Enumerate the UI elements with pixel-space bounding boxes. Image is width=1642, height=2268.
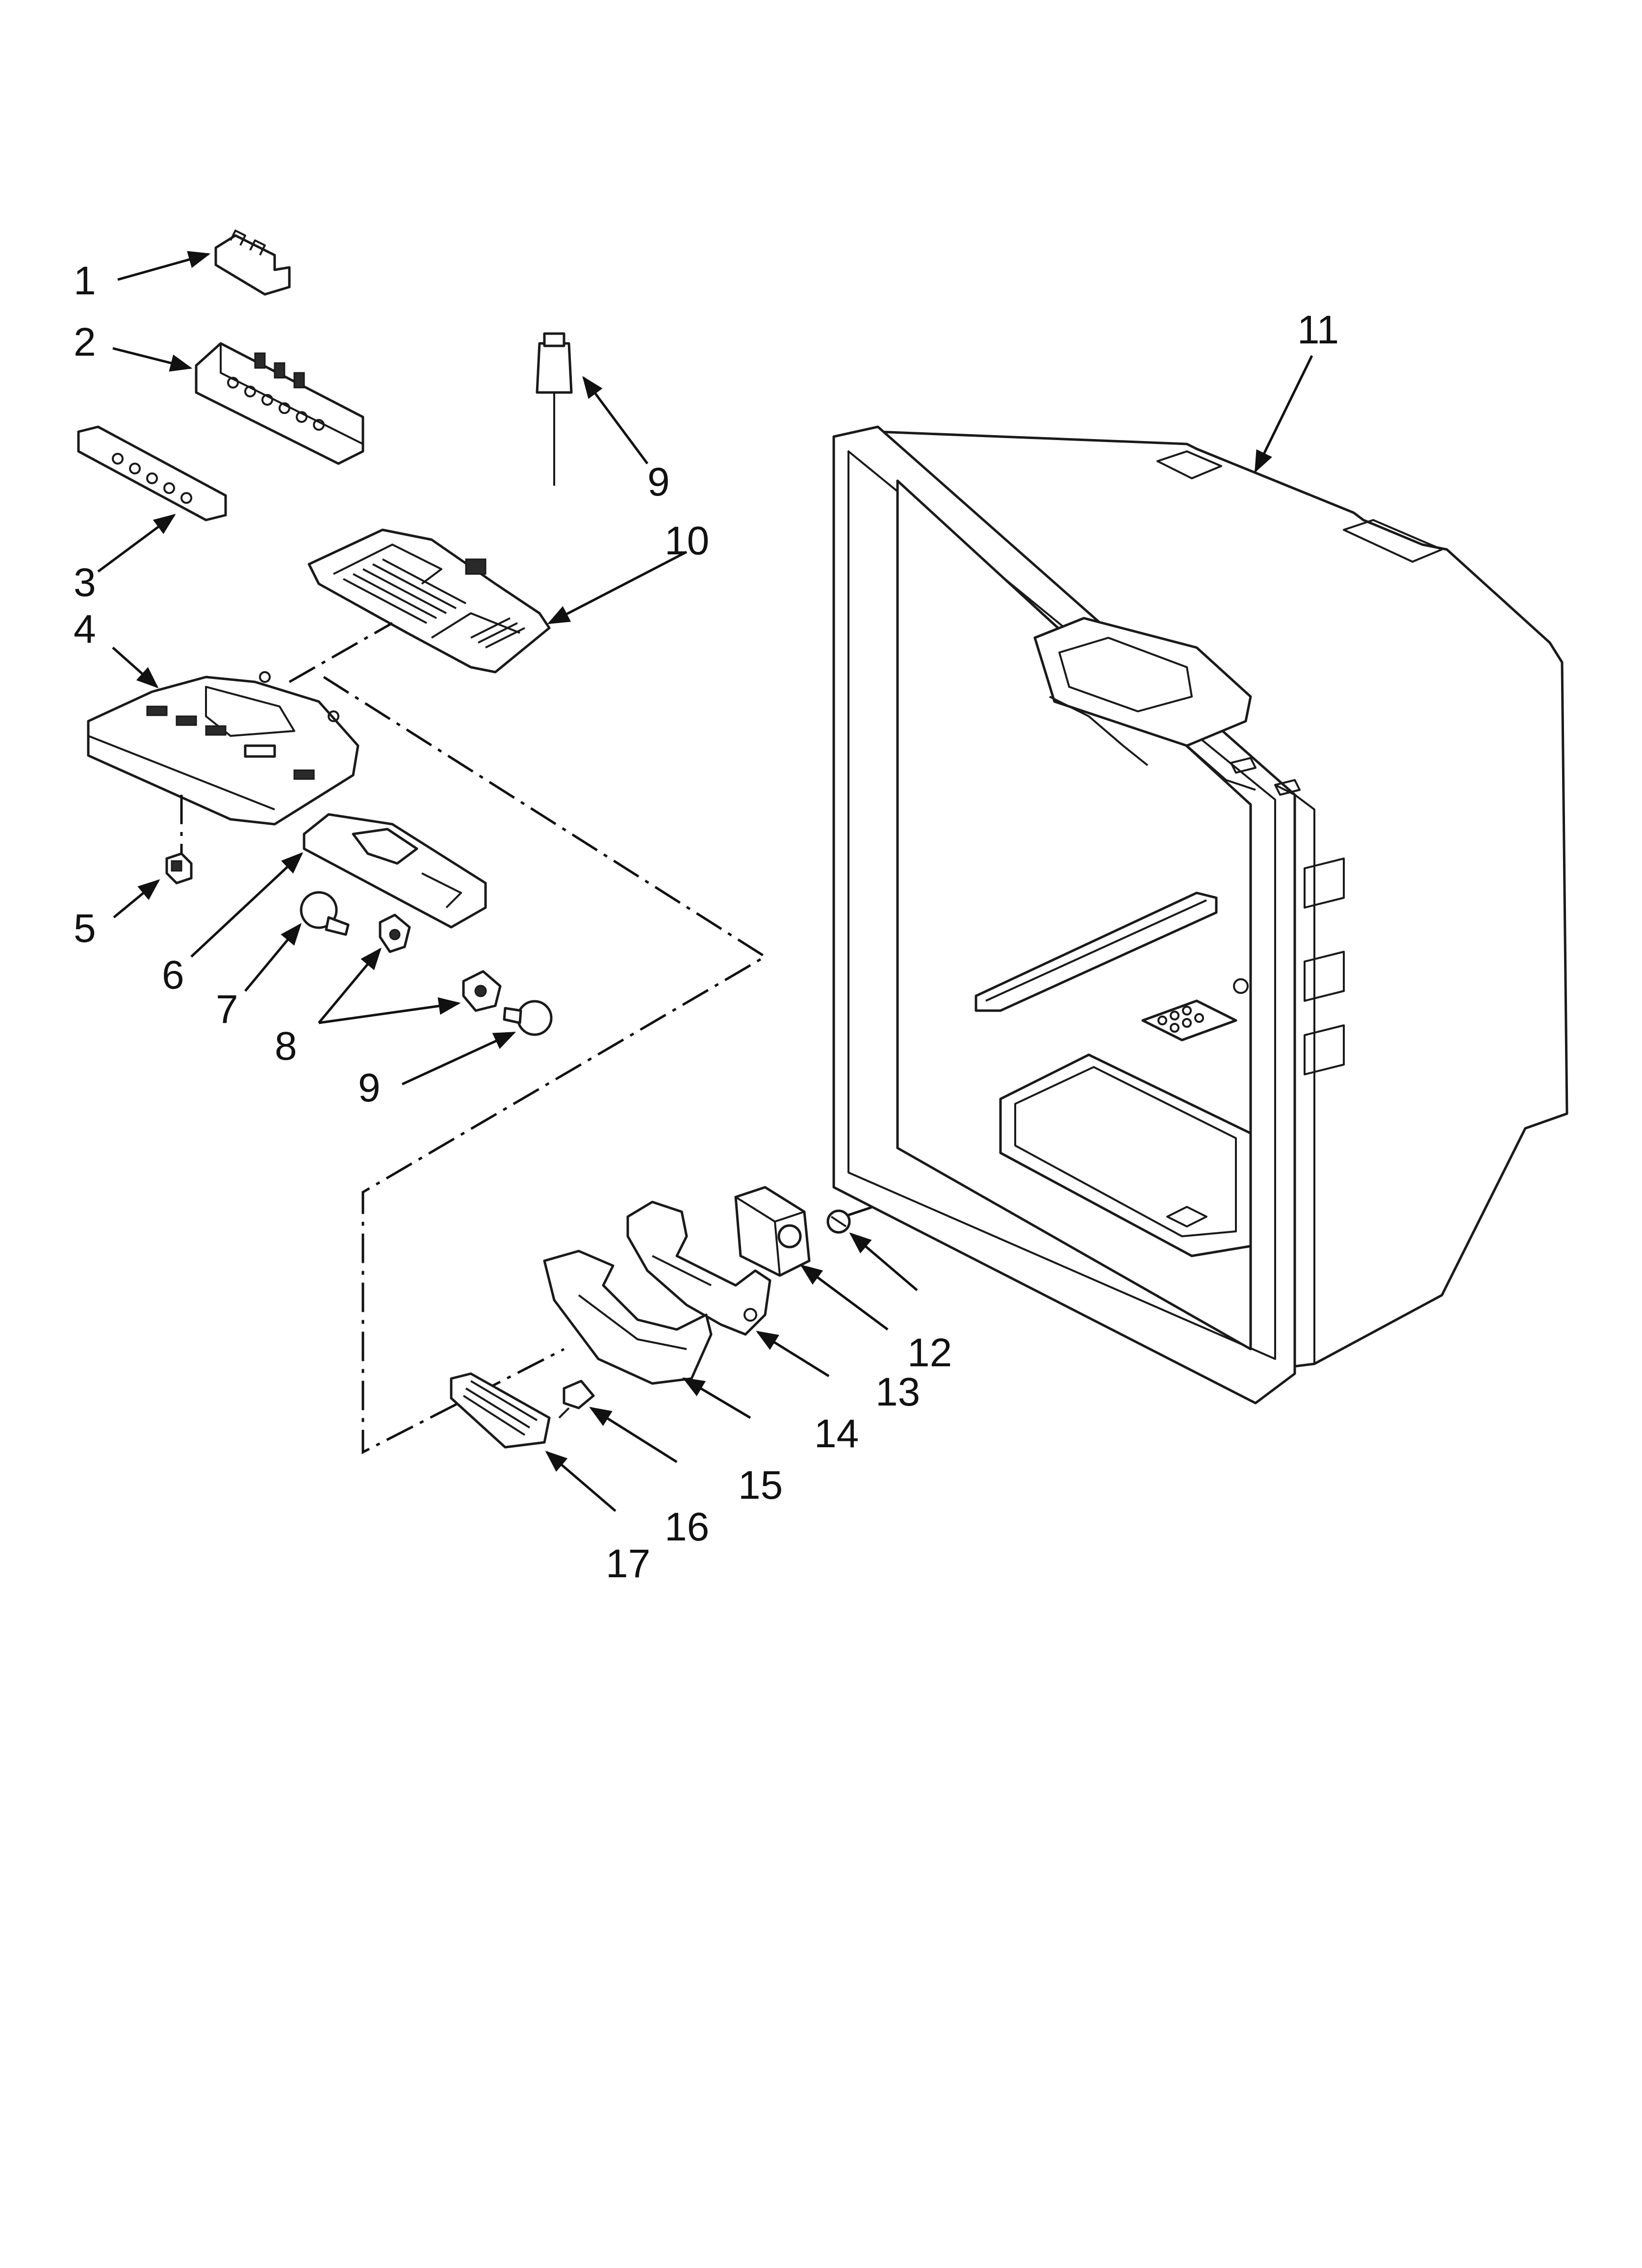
callout-9: 7: [216, 987, 238, 1032]
part-17-screw: [826, 1209, 851, 1234]
part-10-socket-lower: [462, 970, 502, 1012]
callout-4: 2: [74, 320, 96, 365]
part-13-trim: [543, 1250, 713, 1385]
part-6-switch: [165, 852, 193, 885]
part-9-bulb-lower: [503, 1000, 553, 1036]
callout-16: 9: [647, 460, 670, 504]
callout-15: 13: [875, 1370, 920, 1414]
part-15-switch-housing: [734, 1186, 811, 1277]
part-16-thermistor: [536, 332, 573, 486]
part-4-control-housing: [195, 342, 364, 465]
callout-7: 10: [665, 519, 709, 563]
part-12-screw: [558, 1380, 595, 1419]
callout-2: 4: [74, 607, 96, 652]
part-7-grille: [308, 528, 551, 674]
callout-5: 1: [74, 259, 96, 303]
part-5-bracket: [214, 230, 291, 296]
leader-lines: [97, 251, 1313, 1512]
callout-14: 14: [814, 1411, 859, 1456]
callout-17: 12: [907, 1330, 952, 1375]
part-2-light-housing: [87, 671, 359, 826]
part-14-trim: [626, 1200, 771, 1336]
callout-13: 15: [738, 1463, 783, 1508]
callout-12: 16: [665, 1505, 709, 1549]
part-8-socket-assembly: [303, 813, 487, 929]
callout-8: 6: [162, 953, 184, 997]
part-9-bulb-upper: [300, 891, 350, 936]
callout-11: 17: [606, 1541, 650, 1586]
callout-9: 9: [358, 1066, 381, 1110]
callout-10: 8: [275, 1024, 297, 1069]
part-11-tray: [450, 1372, 551, 1449]
callout-3: 3: [74, 560, 96, 605]
callout-6: 5: [74, 906, 96, 951]
callout-1: 11: [1297, 308, 1339, 352]
liner-cabinet: [832, 425, 1568, 1405]
callouts: 1 2 3 4 5 6 7 8 9 9 10 11 12 13 14 15 16…: [74, 259, 1339, 1586]
part-10-socket-upper: [379, 913, 411, 953]
part-3-overlay: [77, 425, 227, 521]
